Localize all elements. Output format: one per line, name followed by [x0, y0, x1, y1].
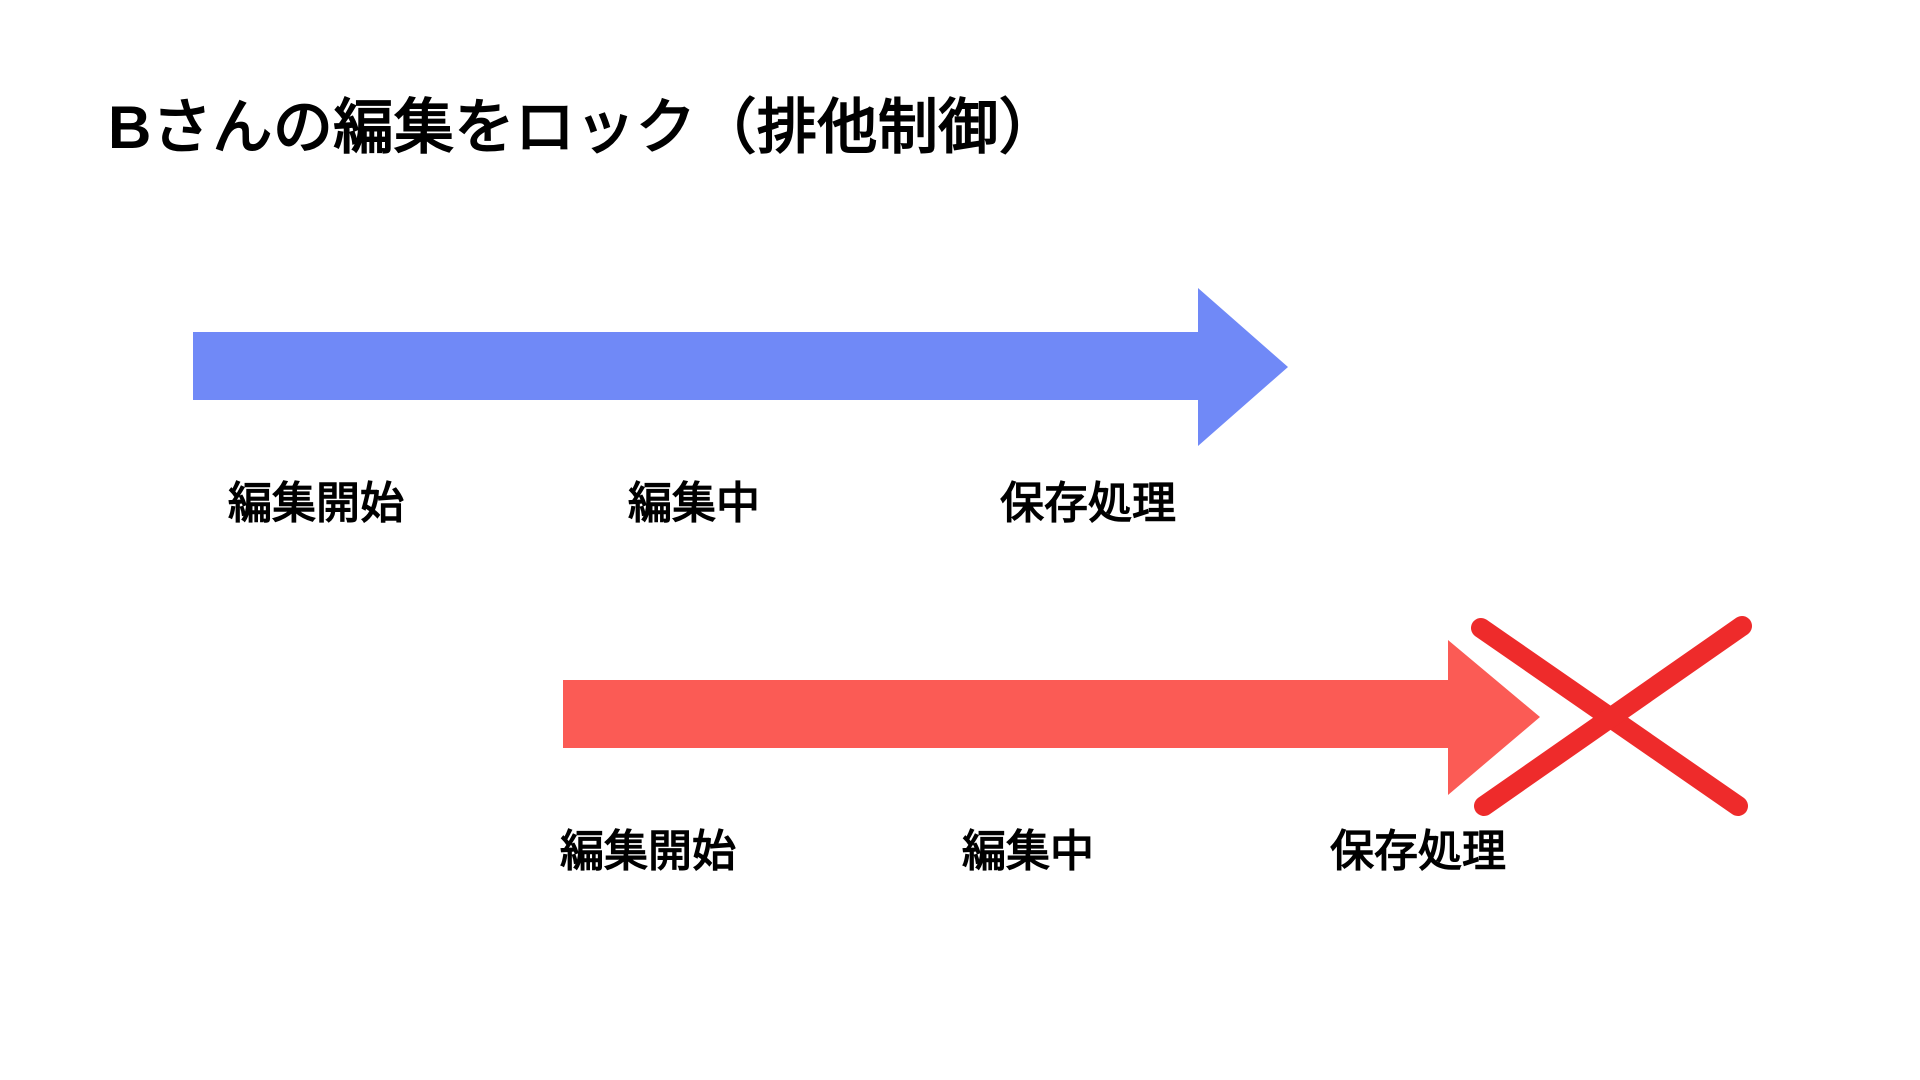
stage-label-editing: 編集中 — [628, 479, 760, 528]
red-arrow-shape — [563, 640, 1540, 795]
stage-label-group-allowed: 編集開始 編集中 保存処理 — [0, 476, 1920, 532]
stage-label-save-process: 保存処理 — [1000, 479, 1176, 528]
x-mark-icon — [1471, 616, 1752, 816]
flow-row-allowed: 編集開始 編集中 保存処理 — [0, 288, 1920, 532]
page-title: Bさんの編集をロック（排他制御） — [108, 94, 1060, 161]
blue-arrow-shape — [193, 288, 1288, 446]
blue-flow-arrow — [193, 288, 1288, 446]
stage-label-edit-start: 編集開始 — [560, 827, 736, 876]
stage-label-editing: 編集中 — [962, 827, 1094, 876]
stage-label-edit-start: 編集開始 — [228, 479, 404, 528]
stage-label-group-blocked: 編集開始 編集中 保存処理 — [0, 824, 1920, 880]
stage-label-save-process: 保存処理 — [1330, 827, 1506, 876]
